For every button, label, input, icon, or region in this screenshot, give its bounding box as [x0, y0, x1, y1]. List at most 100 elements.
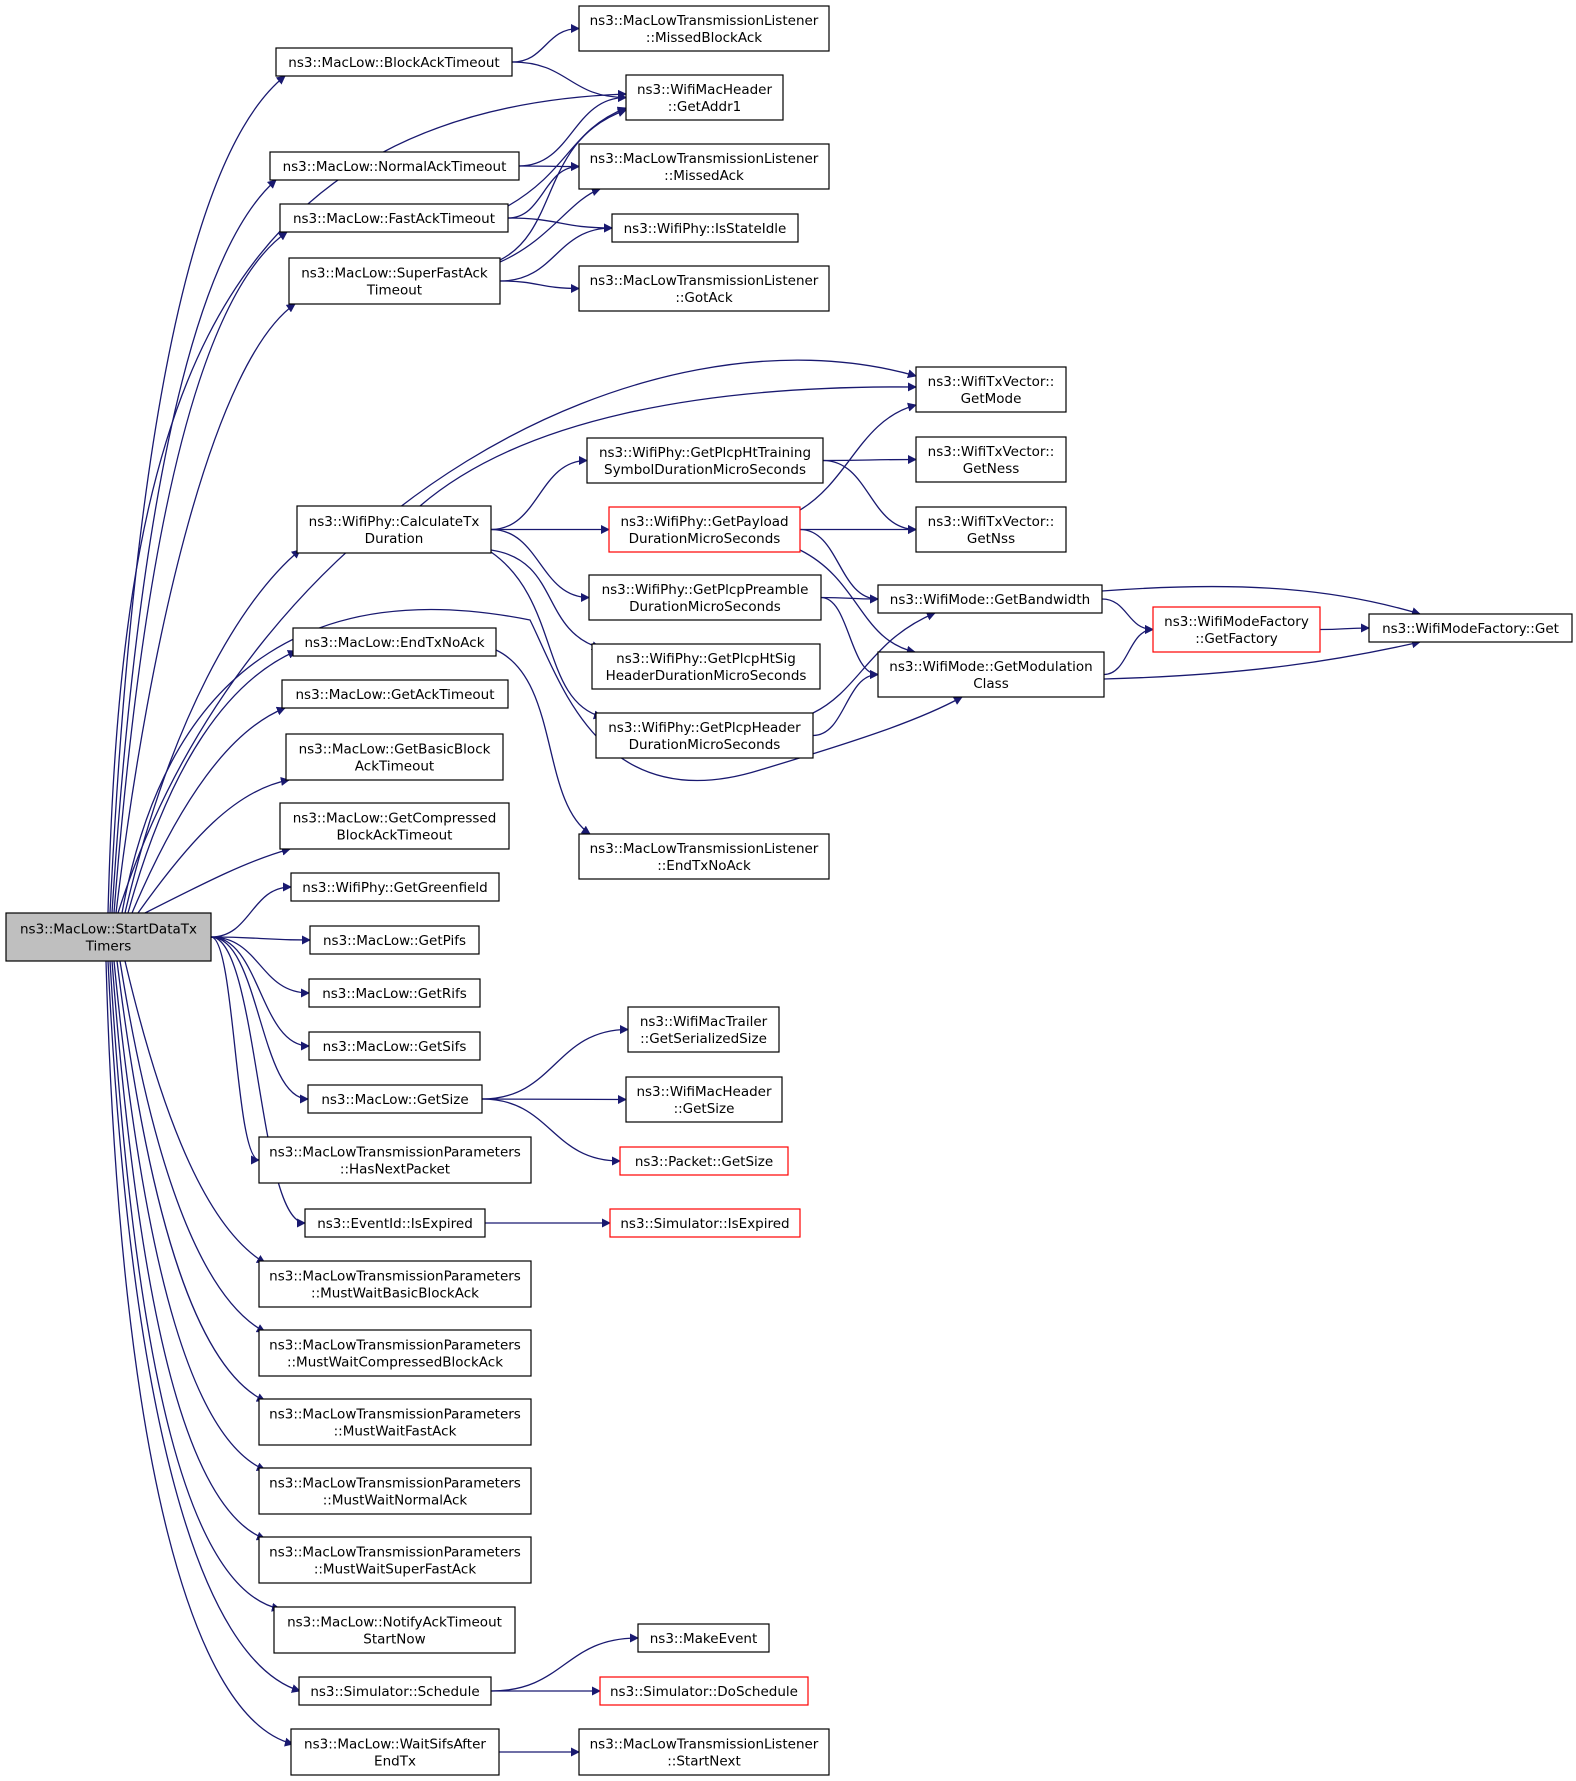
edge-line [820, 594, 879, 604]
node-tx-get-nss[interactable]: ns3::WifiTxVector::GetNss [915, 506, 1067, 553]
edge-line [115, 303, 296, 914]
node-get-factory[interactable]: ns3::WifiModeFactory::GetFactory [1152, 606, 1321, 653]
node-get-greenfield[interactable]: ns3::WifiPhy::GetGreenfield [290, 872, 500, 902]
node-ht-training[interactable]: ns3::WifiPhy::GetPlcpHtTrainingSymbolDur… [586, 437, 824, 484]
node-is-expired[interactable]: ns3::EventId::IsExpired [304, 1208, 486, 1238]
edge-line [210, 936, 306, 1228]
node-get-sifs[interactable]: ns3::MacLow::GetSifs [308, 1031, 481, 1061]
node-is-state-idle[interactable]: ns3::WifiPhy::IsStateIdle [611, 213, 799, 243]
edge-line [116, 960, 266, 1402]
node-label: ::StartNext [667, 1754, 741, 1770]
node-must-wait-basic-block-ack[interactable]: ns3::MacLowTransmissionParameters::MustW… [258, 1260, 532, 1308]
node-label: ns3::Simulator::Schedule [310, 1684, 479, 1700]
node-box [273, 1606, 516, 1654]
node-box [258, 1136, 532, 1184]
node-label: ns3::EventId::IsExpired [317, 1216, 473, 1232]
node-sim-is-expired[interactable]: ns3::Simulator::IsExpired [609, 1208, 801, 1238]
node-label: ns3::MacLowTransmissionParameters [269, 1338, 521, 1354]
node-label: ::EndTxNoAck [657, 858, 751, 874]
node-box [637, 1623, 770, 1653]
node-get-size[interactable]: ns3::MacLow::GetSize [307, 1084, 483, 1114]
node-do-schedule[interactable]: ns3::Simulator::DoSchedule [599, 1676, 809, 1706]
edge-line [499, 108, 627, 261]
node-factory-get[interactable]: ns3::WifiModeFactory::Get [1368, 613, 1573, 643]
edge-line [210, 936, 260, 1165]
edge-line [799, 402, 917, 511]
node-get-addr1[interactable]: ns3::WifiMacHeader::GetAddr1 [625, 74, 784, 121]
node-label: ns3::MacLow::GetCompressed [293, 811, 497, 827]
node-label: ns3::WifiTxVector:: [928, 374, 1055, 390]
node-end-tx-no-ack[interactable]: ns3::MacLow::EndTxNoAck [292, 627, 497, 657]
node-label: ::GotAck [675, 290, 733, 306]
node-ht-sig-header[interactable]: ns3::WifiPhy::GetPlcpHtSigHeaderDuration… [591, 643, 821, 690]
node-tx-get-ness[interactable]: ns3::WifiTxVector::GetNess [915, 436, 1067, 483]
edge-line [107, 89, 627, 914]
node-must-wait-super-fast-ack[interactable]: ns3::MacLowTransmissionParameters::MustW… [258, 1536, 532, 1584]
edge-line [419, 382, 917, 507]
edge-line [799, 528, 879, 604]
node-box [308, 978, 481, 1008]
node-header-get-size[interactable]: ns3::WifiMacHeader::GetSize [625, 1076, 783, 1123]
node-packet-get-size[interactable]: ns3::Packet::GetSize [619, 1146, 789, 1176]
edge-line [481, 1094, 627, 1104]
node-plcp-header[interactable]: ns3::WifiPhy::GetPlcpHeaderDurationMicro… [595, 712, 814, 759]
node-missed-block-ack[interactable]: ns3::MacLowTransmissionListener::MissedB… [578, 5, 830, 52]
edge-line [1103, 639, 1421, 680]
node-missed-ack[interactable]: ns3::MacLowTransmissionListener::MissedA… [578, 143, 830, 190]
node-block-ack-timeout[interactable]: ns3::MacLow::BlockAckTimeout [275, 47, 513, 77]
node-listener-end-tx-no-ack[interactable]: ns3::MacLowTransmissionListener::EndTxNo… [578, 833, 830, 880]
node-preamble-duration[interactable]: ns3::WifiPhy::GetPlcpPreambleDurationMic… [588, 574, 822, 621]
node-has-next-packet[interactable]: ns3::MacLowTransmissionParameters::HasNe… [258, 1136, 532, 1184]
node-box [578, 1728, 830, 1776]
node-box [279, 203, 509, 233]
node-get-compressed-block-ack-timeout[interactable]: ns3::MacLow::GetCompressedBlockAckTimeou… [279, 802, 510, 850]
node-normal-ack-timeout[interactable]: ns3::MacLow::NormalAckTimeout [269, 151, 520, 181]
node-must-wait-normal-ack[interactable]: ns3::MacLowTransmissionParameters::MustW… [258, 1467, 532, 1515]
edge-line [499, 223, 613, 282]
node-label: ns3::MacLowTransmissionListener [590, 151, 819, 167]
node-get-serialized-size[interactable]: ns3::WifiMacTrailer::GetSerializedSize [627, 1006, 780, 1053]
edge-line [1319, 623, 1370, 633]
edge-root-to-must-wait-normal-ack [113, 960, 266, 1471]
node-box [275, 47, 513, 77]
node-must-wait-compressed-block-ack[interactable]: ns3::MacLowTransmissionParameters::MustW… [258, 1329, 532, 1377]
edge-line [210, 936, 309, 1104]
edge-line [499, 280, 580, 293]
node-get-pifs[interactable]: ns3::MacLow::GetPifs [309, 925, 480, 955]
node-tx-get-mode[interactable]: ns3::WifiTxVector::GetMode [915, 366, 1067, 413]
node-label: ns3::MacLow::NotifyAckTimeout [287, 1615, 502, 1631]
edge-line [113, 231, 288, 914]
node-label: ns3::WifiMacTrailer [640, 1014, 768, 1030]
edge-root-to-get-greenfield [210, 882, 292, 938]
node-fast-ack-timeout[interactable]: ns3::MacLow::FastAckTimeout [279, 203, 509, 233]
edge-line [124, 960, 266, 1264]
node-box [290, 1728, 500, 1776]
node-start-next[interactable]: ns3::MacLowTransmissionListener::StartNe… [578, 1728, 830, 1776]
node-label: ns3::MacLowTransmissionParameters [269, 1145, 521, 1161]
edge-line [490, 1633, 639, 1692]
node-get-ack-timeout[interactable]: ns3::MacLow::GetAckTimeout [281, 679, 509, 709]
node-label: ns3::MacLow::EndTxNoAck [304, 635, 484, 651]
node-make-event[interactable]: ns3::MakeEvent [637, 1623, 770, 1653]
edge-normal-ack-timeout-to-missed-ack [518, 161, 580, 171]
node-label: DurationMicroSeconds [629, 737, 781, 753]
node-label: ns3::Simulator::DoSchedule [610, 1684, 798, 1700]
node-box [609, 1208, 801, 1238]
edge-line [507, 217, 613, 233]
node-got-ack[interactable]: ns3::MacLowTransmissionListener::GotAck [578, 265, 830, 312]
node-schedule[interactable]: ns3::Simulator::Schedule [298, 1676, 492, 1706]
node-must-wait-fast-ack[interactable]: ns3::MacLowTransmissionParameters::MustW… [258, 1398, 532, 1446]
node-payload-duration[interactable]: ns3::WifiPhy::GetPayloadDurationMicroSec… [608, 506, 801, 553]
node-box [308, 1031, 481, 1061]
node-get-bandwidth[interactable]: ns3::WifiMode::GetBandwidth [877, 584, 1103, 614]
edge-line [822, 455, 917, 465]
edge-get-modulation-class-to-factory-get [1103, 639, 1421, 680]
node-get-rifs[interactable]: ns3::MacLow::GetRifs [308, 978, 481, 1008]
